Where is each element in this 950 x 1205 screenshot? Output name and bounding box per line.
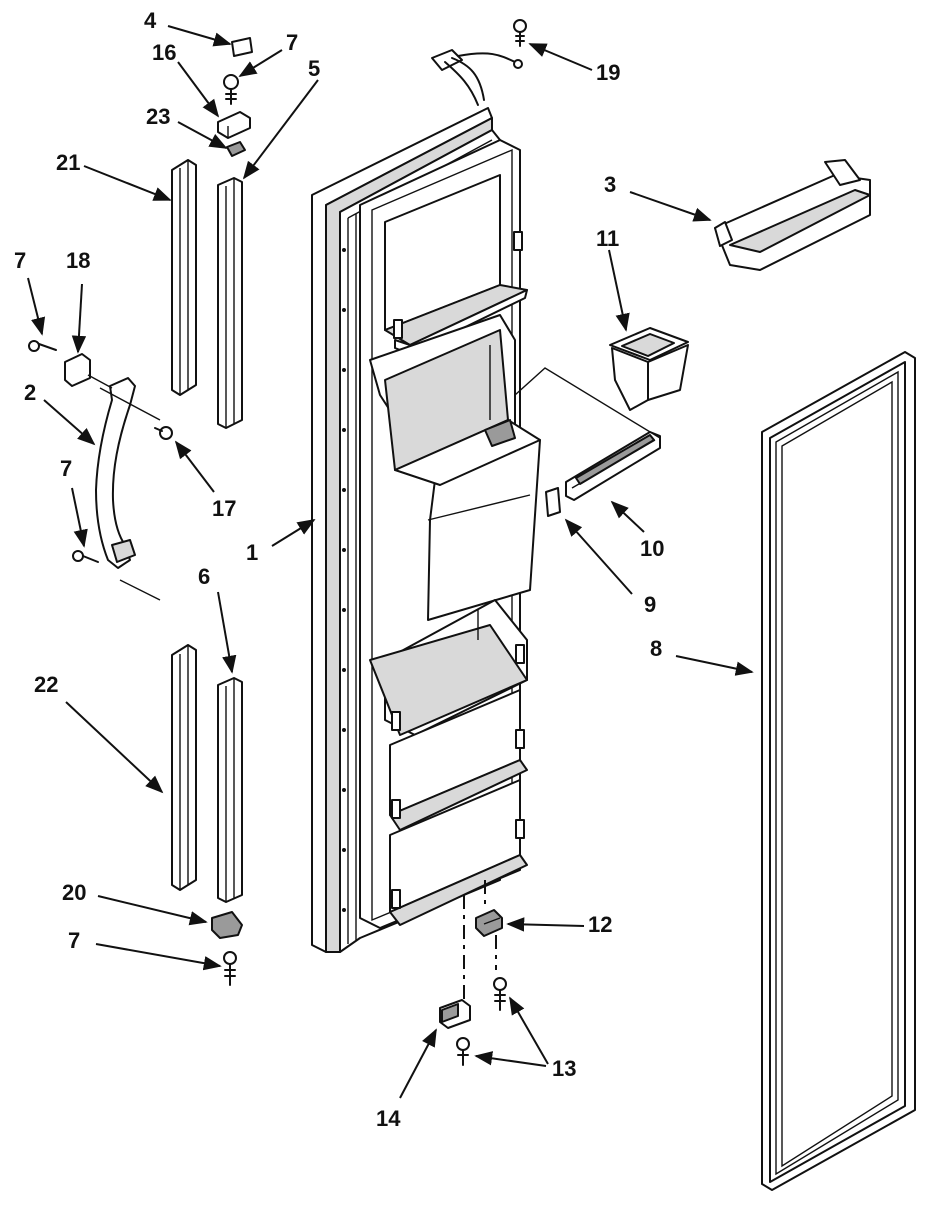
trim-strip-part-5 [217,177,243,429]
callout-7-handle: 7 [60,456,72,481]
rail-part-10 [565,431,661,501]
callout-16: 16 [152,40,176,65]
callout-labels: 4 7 16 5 19 23 21 3 11 7 18 2 7 17 1 10 … [14,8,664,1131]
screw-part-13-upper [493,977,507,1011]
callout-5: 5 [308,56,320,81]
callout-4: 4 [144,8,157,33]
door-shelf-top [384,174,528,355]
door-gasket-part-8 [761,351,916,1191]
callout-22: 22 [34,672,58,697]
clip-part-23 [226,141,246,157]
leader-arrows [27,25,754,1099]
door-rail-holes [342,248,346,912]
callout-3: 3 [604,172,616,197]
bracket-part-16 [217,111,251,139]
dispenser-recess [369,314,541,621]
callout-7-left: 7 [14,248,26,273]
screw-part-7-left [28,340,57,352]
trim-strip-part-21 [171,159,197,396]
screw-part-17 [154,426,173,440]
callout-13: 13 [552,1056,576,1081]
door-bin-part-3 [714,159,871,271]
chute-part-11 [609,327,689,411]
callout-20: 20 [62,880,86,905]
clip-part-20 [211,911,243,939]
callout-12: 12 [588,912,612,937]
screw-part-19 [513,19,527,47]
hinge-part-12 [475,909,503,937]
callout-19: 19 [596,60,620,85]
handle-part-2 [64,353,161,601]
callout-23: 23 [146,104,170,129]
door-panel-part-1 [311,107,541,953]
screw-part-7-handle-bottom [72,550,99,563]
callout-9: 9 [644,592,656,617]
dispenser-link-line [514,367,661,439]
wire-harness [431,49,523,106]
screw-part-7-bottom [223,951,237,986]
callout-11: 11 [596,226,619,251]
trim-strip-part-22 [171,644,197,891]
callout-14: 14 [376,1106,401,1131]
clip-part-9 [545,487,561,517]
screw-part-13-lower [456,1037,470,1066]
screw-part-7-top [223,74,239,105]
callout-7-bottom: 7 [68,928,80,953]
callout-6: 6 [198,564,210,589]
door-shelf-lower-2 [389,779,528,926]
door-shelf-lower-1 [389,689,528,831]
door-shelf-middle [369,599,528,736]
callout-8: 8 [650,636,662,661]
callout-2: 2 [24,380,36,405]
callout-18: 18 [66,248,90,273]
callout-10: 10 [640,536,664,561]
label-part-4 [231,37,253,57]
hinge-part-14 [439,999,471,1029]
callout-21: 21 [56,150,80,175]
callout-1: 1 [246,540,258,565]
callout-7-top: 7 [286,30,298,55]
callout-17: 17 [212,496,236,521]
trim-strip-part-6 [217,677,243,903]
